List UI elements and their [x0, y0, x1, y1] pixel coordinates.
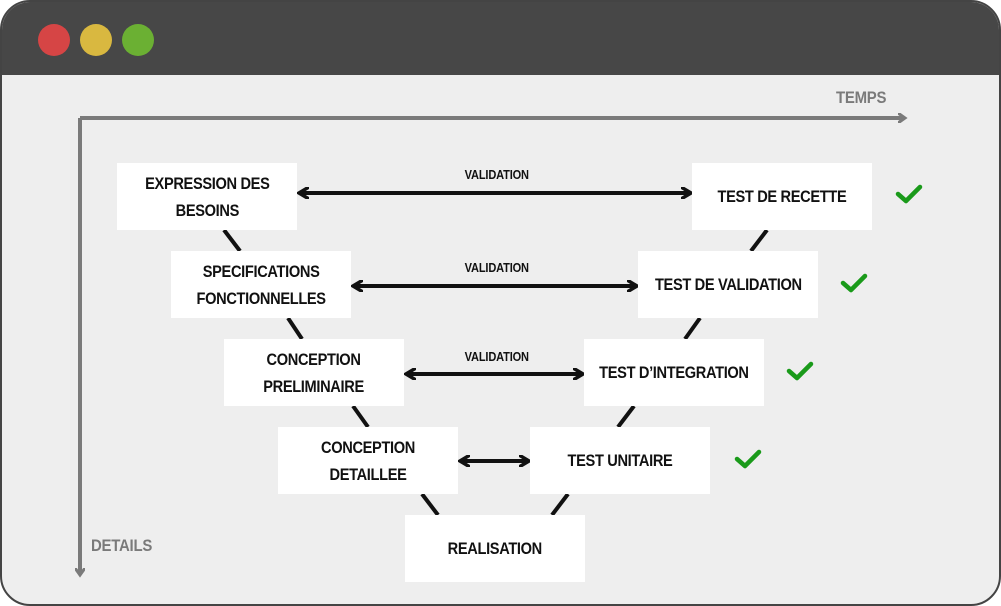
phase-test-recette: TEST DE RECETTE: [692, 163, 872, 230]
v-right-connector: [616, 404, 636, 429]
window-titlebar: [2, 2, 999, 75]
phase-specifications: SPECIFICATIONS FONCTIONNELLES: [171, 251, 351, 318]
phase-test-unitaire: TEST UNITAIRE: [530, 427, 710, 494]
v-left-connector: [420, 492, 440, 517]
phase-label: TEST DE VALIDATION: [654, 275, 802, 294]
phase-conception-detaillee: CONCEPTION DETAILLEE: [278, 427, 458, 494]
v-right-connector: [683, 316, 702, 341]
validation-label: VALIDATION: [464, 349, 529, 364]
check-icon: [734, 449, 762, 469]
phase-label: TEST UNITAIRE: [567, 451, 673, 470]
phase-label: TEST D’INTEGRATION: [599, 363, 749, 382]
phase-expression-besoins: EXPRESSION DES BESOINS: [117, 163, 297, 230]
phase-label: SPECIFICATIONS FONCTIONNELLES: [196, 261, 326, 308]
phase-label: EXPRESSION DES BESOINS: [144, 173, 270, 220]
minimize-window-button[interactable]: [80, 24, 112, 56]
phase-label: CONCEPTION PRELIMINAIRE: [263, 349, 365, 396]
phase-conception-preliminaire: CONCEPTION PRELIMINAIRE: [224, 339, 404, 406]
v-left-connector: [351, 404, 370, 429]
validation-label: VALIDATION: [464, 167, 529, 182]
phase-test-integration: TEST D’INTEGRATION: [584, 339, 764, 406]
v-left-connector: [222, 228, 242, 253]
v-right-connector: [749, 228, 769, 253]
maximize-window-button[interactable]: [122, 24, 154, 56]
phase-label: TEST DE RECETTE: [717, 187, 847, 206]
check-icon: [786, 361, 814, 381]
close-window-button[interactable]: [38, 24, 70, 56]
v-right-connector: [550, 492, 570, 517]
check-icon: [840, 273, 868, 293]
detail-axis-label: DETAILS: [91, 536, 153, 555]
time-axis-label: TEMPS: [836, 88, 887, 107]
phase-label: CONCEPTION DETAILLEE: [320, 437, 416, 484]
check-icon: [895, 184, 923, 204]
phase-realisation: REALISATION: [405, 515, 585, 582]
validation-label: VALIDATION: [464, 260, 529, 275]
phase-test-validation: TEST DE VALIDATION: [638, 251, 818, 318]
phase-label: REALISATION: [447, 539, 543, 558]
v-left-connector: [286, 316, 304, 341]
